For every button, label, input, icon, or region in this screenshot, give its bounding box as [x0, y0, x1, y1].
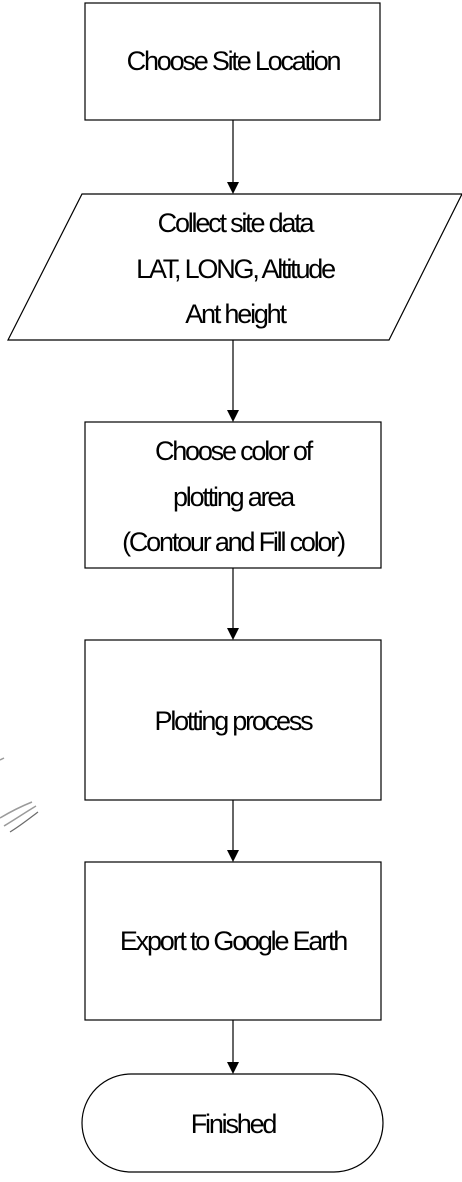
- node-choose-site-line-1: Choose Site Location: [127, 46, 341, 76]
- background-scribble: [0, 757, 39, 833]
- node-export: Export to Google Earth: [84, 861, 382, 1021]
- process-box: [84, 2, 381, 121]
- node-finished: Finished: [81, 1073, 384, 1173]
- node-finished-line-1: Finished: [191, 1109, 277, 1139]
- arrow-plotting-to-export: [227, 800, 239, 862]
- connectors: [227, 120, 239, 1074]
- data-parallelogram: [7, 193, 462, 341]
- node-plotting-line-1: Plotting process: [155, 706, 314, 736]
- process-box: [84, 639, 382, 801]
- node-collect-data-line-3: Ant height: [185, 299, 287, 329]
- node-choose-color-line-1: Choose color of: [155, 436, 314, 466]
- terminator-capsule: [81, 1073, 384, 1173]
- node-choose-color: Choose color of plotting area (Contour a…: [84, 421, 382, 569]
- node-collect-data-line-1: Collect site data: [158, 208, 316, 238]
- process-box: [84, 861, 382, 1021]
- node-choose-color-line-3: (Contour and Fill color): [122, 527, 345, 557]
- node-collect-data: Collect site data LAT, LONG, Altitude An…: [7, 193, 462, 341]
- arrow-choose-site-to-collect-data: [227, 120, 239, 194]
- node-choose-site: Choose Site Location: [84, 2, 381, 121]
- arrow-export-to-finished: [227, 1020, 239, 1074]
- process-box: [84, 421, 382, 569]
- arrow-collect-data-to-choose-color: [227, 340, 239, 422]
- arrow-choose-color-to-plotting: [227, 568, 239, 640]
- node-plotting: Plotting process: [84, 639, 382, 801]
- node-choose-color-line-2: plotting area: [173, 482, 296, 512]
- node-export-line-1: Export to Google Earth: [120, 926, 347, 956]
- node-collect-data-line-2: LAT, LONG, Altitude: [136, 254, 335, 284]
